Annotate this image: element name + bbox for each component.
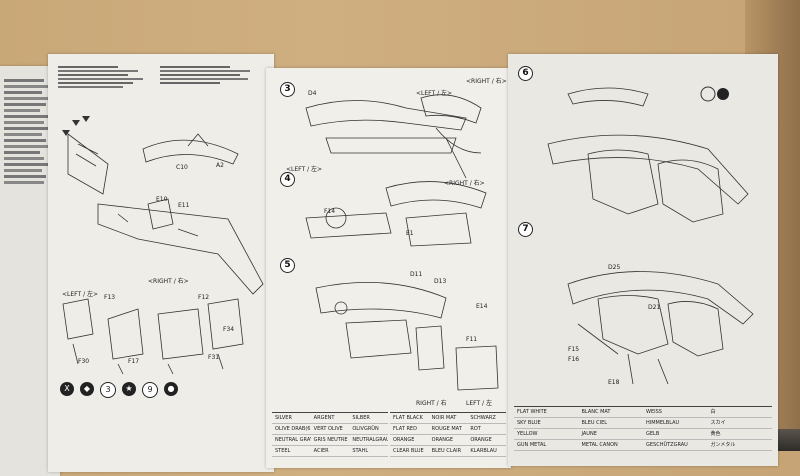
view-left-3: <LEFT / 左>	[416, 90, 453, 97]
step-5-badge: 5	[280, 258, 295, 273]
symbol-diamond-icon: ◆	[80, 382, 94, 396]
caution-text-2	[160, 64, 260, 86]
label-d4: D4	[308, 90, 317, 97]
korean-text-block	[4, 76, 54, 187]
step-4-badge: 4	[280, 172, 295, 187]
fuselage-drawings	[305, 94, 499, 391]
cockpit-wing-drawing	[62, 116, 264, 375]
label-e14: E14	[476, 303, 488, 310]
panel-steps-3-5: 3 4 5 <LEFT / 左> <RIGHT / 右> <LEFT / 左>	[266, 68, 511, 468]
label-f17: F17	[128, 358, 140, 365]
symbol-dot-icon: ●	[164, 382, 178, 396]
panel-cockpit-wing: C10 A2 E11 E10 <LEFT / 左> <RIGHT / 右> F1…	[48, 54, 274, 472]
label-f11: F11	[466, 336, 478, 343]
label-f13: F13	[104, 294, 116, 301]
label-f16: F16	[568, 356, 580, 363]
label-a2: A2	[216, 162, 224, 169]
symbol-star-icon: ★	[122, 382, 136, 396]
view-right-1: <RIGHT / 右>	[148, 278, 189, 285]
view-right-3: <RIGHT / 右>	[466, 78, 507, 85]
label-d13: D13	[434, 278, 447, 285]
label-f31: F31	[208, 354, 220, 361]
view-left-2: <LEFT / 左>	[286, 166, 323, 173]
step-3-badge: 3	[280, 82, 295, 97]
label-d25: D25	[608, 264, 621, 271]
symbol-three-icon: 3	[100, 382, 116, 398]
symbol-nine-icon: 9	[142, 382, 158, 398]
label-c10: C10	[176, 164, 188, 171]
symbol-x-icon: X	[60, 382, 74, 396]
caution-text	[58, 64, 258, 90]
assembly-drawings	[547, 86, 754, 385]
symbol-legend: X ◆ 3 ★ 9 ●	[60, 382, 178, 398]
label-f12: F12	[198, 294, 210, 301]
instruction-sheet: C10 A2 E11 E10 <LEFT / 左> <RIGHT / 右> F1…	[0, 48, 778, 476]
label-f14: F14	[324, 208, 336, 215]
label-f15: F15	[568, 346, 580, 353]
step-6-badge: 6	[518, 66, 533, 81]
view-left-1: <LEFT / 左>	[62, 291, 99, 298]
view-right-bottom: RIGHT / 右	[416, 400, 447, 407]
label-f34: F34	[223, 326, 235, 333]
label-e10: E10	[156, 196, 168, 203]
view-left-bottom: LEFT / 左	[466, 400, 492, 407]
label-d11: D11	[410, 271, 423, 278]
step-7-badge: 7	[518, 222, 533, 237]
panel-text-partial	[0, 66, 60, 476]
label-e18: E18	[608, 379, 620, 386]
label-f30: F30	[78, 358, 90, 365]
label-d21: D21	[648, 304, 661, 311]
label-e11: E11	[178, 202, 190, 209]
label-e1: E1	[406, 230, 414, 237]
view-right-2: <RIGHT / 右>	[444, 180, 485, 187]
